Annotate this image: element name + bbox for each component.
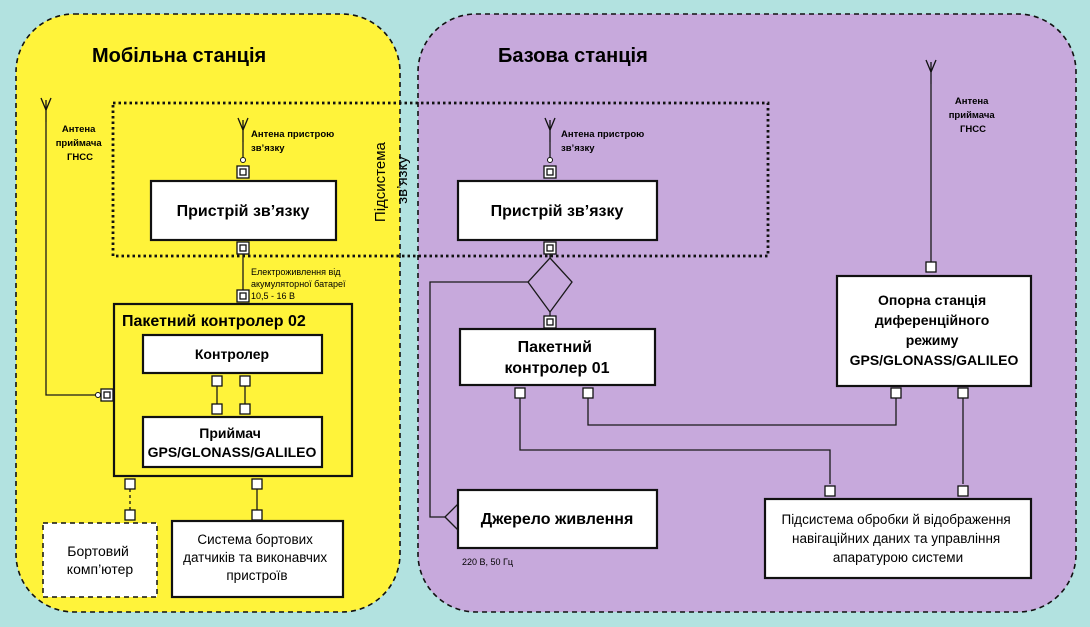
mobile-station-title: Мобільна станція	[92, 45, 266, 67]
mobile-comm-device	[149, 179, 338, 242]
base-comm-device-label: Пристрій зв’язку	[491, 203, 624, 220]
reference-station-label: Опорна станція диференційного режиму GPS…	[850, 292, 1019, 368]
onboard-computer-label: Бортовий комп’ютер	[67, 543, 134, 577]
processing-subsystem	[763, 497, 1033, 580]
receiver-block	[141, 415, 324, 469]
onboard-computer	[42, 522, 158, 598]
comm-subsystem-frame	[111, 101, 770, 258]
base-gnss-antenna-label: Антена приймача ГНСС	[949, 96, 998, 135]
base-station-title: Базова станція	[498, 45, 648, 67]
mobile-comm-antenna-label: Антена пристрою зв’язку	[251, 129, 337, 154]
receiver-block-label: Приймач GPS/GLONASS/GALILEO	[148, 425, 317, 460]
comm-subsystem-label: Підсистема зв’язку	[372, 138, 411, 222]
power-supply-label: Джерело живлення	[481, 511, 634, 528]
packet-controller-02-title: Пакетний контролер 02	[122, 313, 306, 330]
packet-controller-01	[458, 327, 657, 387]
mobile-gnss-antenna-label: Антена приймача ГНСС	[56, 124, 105, 163]
mobile-gnss-connector	[95, 392, 101, 398]
base-station-region	[417, 13, 1077, 613]
packet-controller-01-label: Пакетний контролер 01	[504, 339, 609, 377]
sensor-system	[170, 519, 345, 599]
power-supply	[456, 488, 659, 550]
packet-controller-02	[112, 302, 354, 478]
controller-block-label: Контролер	[195, 346, 269, 362]
base-comm-device	[456, 179, 659, 242]
sensor-system-label: Система бортових датчиків та виконавчих …	[183, 532, 331, 583]
power-supply-note: 220 В, 50 Гц	[462, 557, 513, 567]
reference-station	[835, 274, 1033, 388]
base-comm-antenna-label: Антена пристрою зв’язку	[561, 129, 647, 154]
controller-block	[141, 333, 324, 375]
processing-subsystem-label: Підсистема обробки й відображення навіга…	[781, 512, 1014, 565]
mobile-comm-device-label: Пристрій зв’язку	[177, 203, 310, 220]
mobile-power-note: Електроживлення від акумуляторної батаре…	[251, 267, 348, 301]
